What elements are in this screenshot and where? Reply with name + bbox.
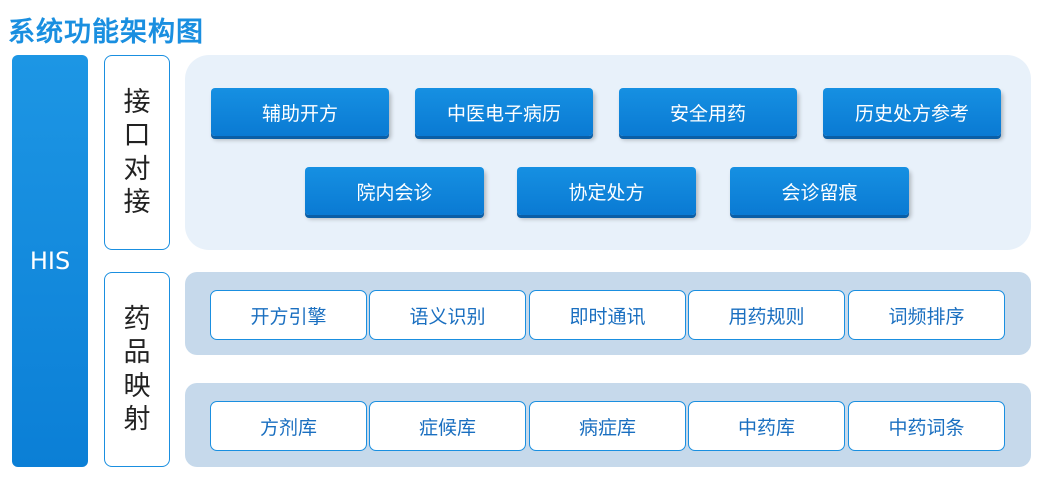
library-box: 病症库 — [529, 401, 686, 451]
engine-box: 即时通讯 — [529, 290, 686, 340]
engine-box: 语义识别 — [369, 290, 526, 340]
engine-box: 用药规则 — [688, 290, 845, 340]
library-box: 方剂库 — [210, 401, 367, 451]
library-box: 中药库 — [688, 401, 845, 451]
engine-box: 词频排序 — [848, 290, 1005, 340]
drug-mapping-label: 药品映射 — [123, 304, 151, 435]
interface-label: 接口对接 — [123, 87, 151, 218]
feature-box: 会诊留痕 — [730, 167, 909, 215]
page-title: 系统功能架构图 — [8, 17, 204, 48]
interface-label-box: 接口对接 — [104, 55, 170, 250]
feature-box: 中医电子病历 — [415, 88, 593, 136]
drug-mapping-label-box: 药品映射 — [104, 272, 170, 467]
feature-box: 协定处方 — [517, 167, 696, 215]
feature-box: 安全用药 — [619, 88, 797, 136]
drug-library-panel: 方剂库 症候库 病症库 中药库 中药词条 — [185, 383, 1031, 467]
feature-box: 辅助开方 — [211, 88, 389, 136]
his-block: HIS — [12, 55, 88, 467]
feature-box: 院内会诊 — [305, 167, 484, 215]
library-box: 症候库 — [369, 401, 526, 451]
drug-engine-panel: 开方引擎 语义识别 即时通讯 用药规则 词频排序 — [185, 272, 1031, 355]
feature-box: 历史处方参考 — [823, 88, 1001, 136]
interface-panel: 辅助开方 中医电子病历 安全用药 历史处方参考 院内会诊 协定处方 会诊留痕 — [185, 55, 1031, 250]
library-box: 中药词条 — [848, 401, 1005, 451]
engine-box: 开方引擎 — [210, 290, 367, 340]
